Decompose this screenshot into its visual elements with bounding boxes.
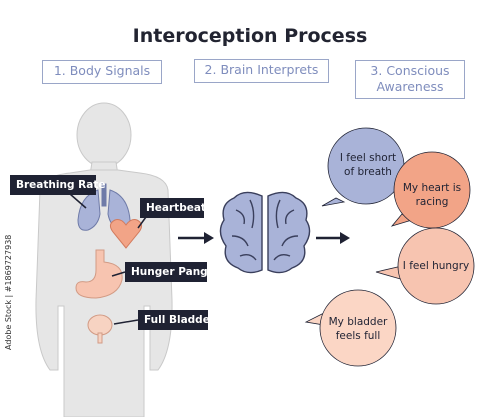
watermark-text: Adobe Stock | #1869727938 — [4, 235, 13, 350]
bubble-heart-racing — [390, 151, 471, 229]
step-body-signals: 1. Body Signals — [42, 60, 162, 84]
pointer-lines — [69, 193, 147, 325]
diagram-title: Interoception Process — [132, 25, 368, 47]
lungs-icon — [77, 183, 131, 231]
bubble-text-bladder-full: My bladder feels full — [328, 316, 388, 342]
bladder-icon — [87, 314, 113, 344]
bubble-hungry — [375, 227, 475, 305]
arrow-brain-to-awareness — [316, 232, 350, 244]
bubble-text-hungry: I feel hungry — [402, 260, 470, 272]
bubble-text-heart-racing: My heart is racing — [402, 182, 462, 208]
arrow-body-to-brain — [178, 232, 214, 244]
label-breathing-rate: Breathing Rate — [10, 175, 105, 195]
step-conscious-awareness: 3. Conscious Awareness — [355, 60, 465, 99]
bubble-text-short-of-breath: I feel short of breath — [339, 152, 397, 178]
label-full-bladder: Full Bladder — [138, 310, 215, 330]
brain-icon — [219, 191, 311, 274]
label-heartbeat: Heartbeat — [140, 198, 206, 218]
label-hunger-pangs: Hunger Pangs — [125, 262, 214, 282]
step-brain-interprets: 2. Brain Interprets — [194, 59, 329, 83]
bubble-bladder-full — [304, 289, 397, 367]
